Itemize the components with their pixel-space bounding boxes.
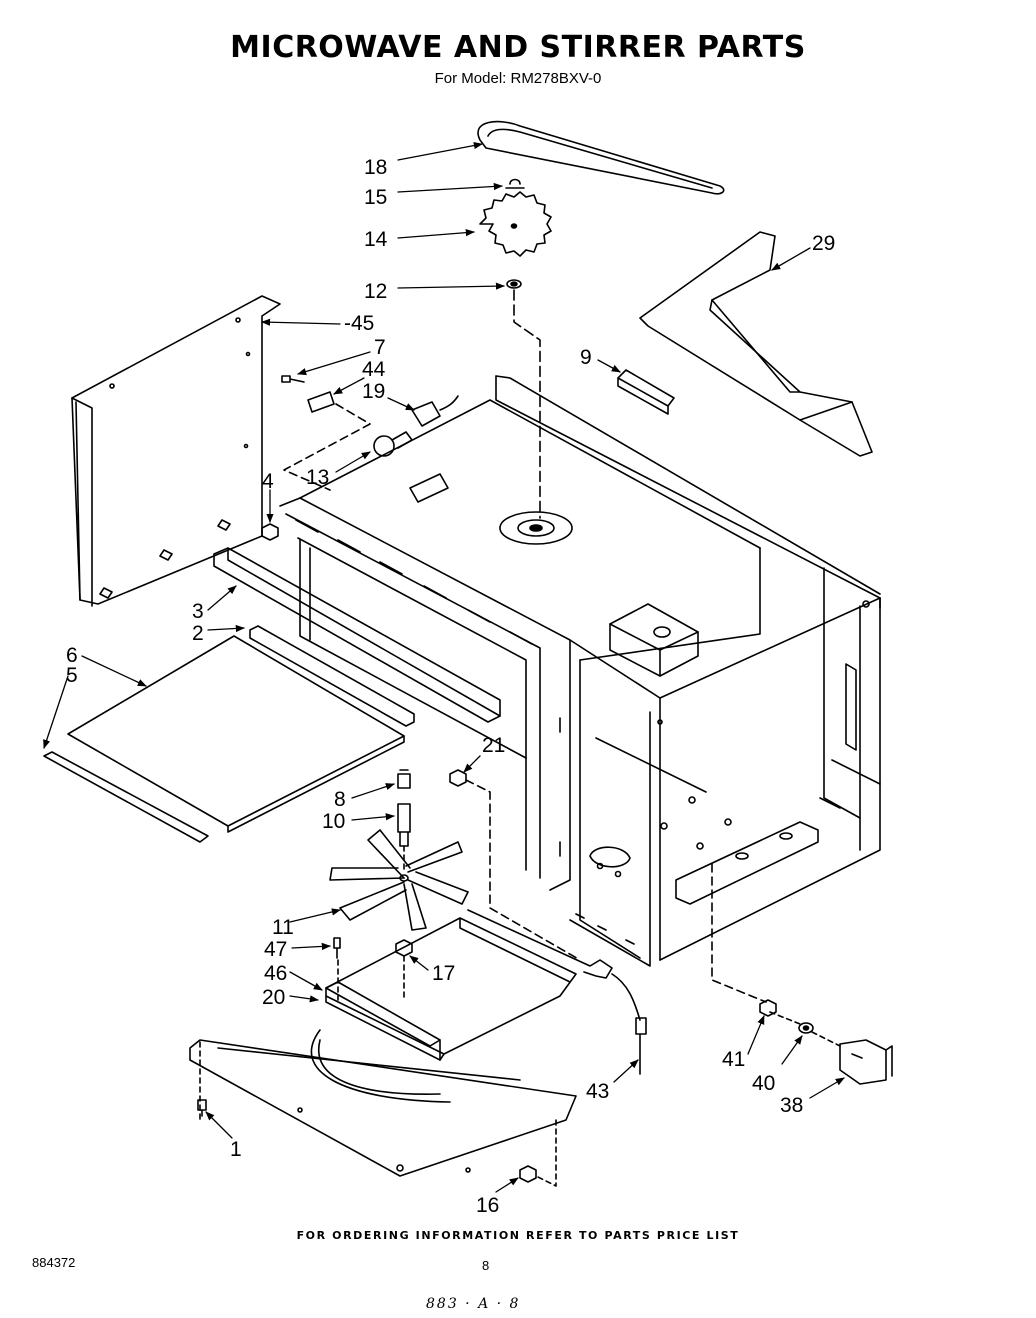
- callout-9: 9: [580, 346, 592, 369]
- part-40-washer: [798, 1022, 814, 1034]
- part-3-seal-strip: [213, 547, 501, 723]
- part-29-air-duct: [639, 231, 873, 457]
- part-10-shaft: [397, 803, 411, 847]
- model-subtitle: For Model: RM278BXV-0: [434, 70, 602, 87]
- part-15-clip: [505, 178, 525, 189]
- page-title: MICROWAVE AND STIRRER PARTS: [230, 30, 806, 65]
- callout-labels: 18 15 14 12 29 -45 7 44 19 9 13 4 3 2 6 …: [66, 156, 835, 1217]
- part-14-stirrer-blade: [479, 191, 552, 257]
- part-8-coupler: [397, 769, 411, 789]
- part-1-bottom-cover: [189, 1029, 577, 1177]
- part-19-lamp-socket: [411, 395, 459, 427]
- leader-arrows: [43, 141, 845, 1193]
- part-7-screw: [281, 375, 305, 383]
- document-number: 884372: [32, 1255, 76, 1270]
- callout-7: 7: [374, 336, 386, 359]
- page-number: 8: [482, 1258, 490, 1273]
- callout-2: 2: [192, 622, 204, 645]
- part-12-bushing: [506, 279, 522, 289]
- part-5-trim-strip: [43, 751, 209, 843]
- callout-4: 4: [262, 470, 274, 493]
- oven-cavity-body: [279, 375, 881, 967]
- part-11-stirrer-fan: [329, 829, 469, 931]
- callout-38: 38: [780, 1094, 803, 1117]
- handwritten-note: 883 · A · 8: [426, 1296, 521, 1312]
- callout-17: 17: [432, 962, 455, 985]
- part-6-cavity-floor: [67, 635, 405, 833]
- callout-47: 47: [264, 938, 287, 961]
- callout-46: 46: [264, 962, 287, 985]
- callout-19: 19: [362, 380, 385, 403]
- part-20-stirrer-cover: [325, 917, 577, 1061]
- callout-6: 6: [66, 644, 78, 667]
- part-18-stirrer-cord: [477, 120, 725, 195]
- part-38-switch: [839, 1039, 893, 1085]
- callout-41: 41: [722, 1048, 745, 1071]
- callout-3: 3: [192, 600, 204, 623]
- callout-5: 5: [66, 664, 78, 687]
- callout-15: 15: [364, 186, 387, 209]
- part-41-nut: [759, 999, 777, 1017]
- callout-45: -45: [344, 312, 374, 335]
- callout-44: 44: [362, 358, 386, 381]
- callout-18: 18: [364, 156, 387, 179]
- ordering-info-footer: FOR ORDERING INFORMATION REFER TO PARTS …: [296, 1229, 740, 1242]
- callout-21: 21: [482, 734, 505, 757]
- part-44-lamp-bracket: [307, 391, 335, 413]
- part-2-gasket: [249, 625, 415, 727]
- callout-14: 14: [364, 228, 388, 251]
- callout-12: 12: [364, 280, 387, 303]
- callout-40: 40: [752, 1072, 775, 1095]
- callout-8: 8: [334, 788, 346, 811]
- callout-43: 43: [586, 1080, 609, 1103]
- part-16-nut: [519, 1165, 537, 1183]
- callout-10: 10: [322, 810, 345, 833]
- callout-16: 16: [476, 1194, 499, 1217]
- part-46-bracket: [325, 981, 441, 1047]
- callout-20: 20: [262, 986, 285, 1009]
- callout-1: 1: [230, 1138, 242, 1161]
- callout-29: 29: [812, 232, 835, 255]
- part-21-nut: [449, 769, 467, 787]
- part-45-side-panel: [71, 295, 281, 607]
- part-47-screw: [333, 937, 341, 959]
- callout-13: 13: [306, 466, 329, 489]
- callout-11: 11: [272, 916, 294, 939]
- part-9-pad: [617, 369, 675, 415]
- part-43-antenna: [467, 909, 647, 1075]
- part-4-nut: [261, 523, 279, 541]
